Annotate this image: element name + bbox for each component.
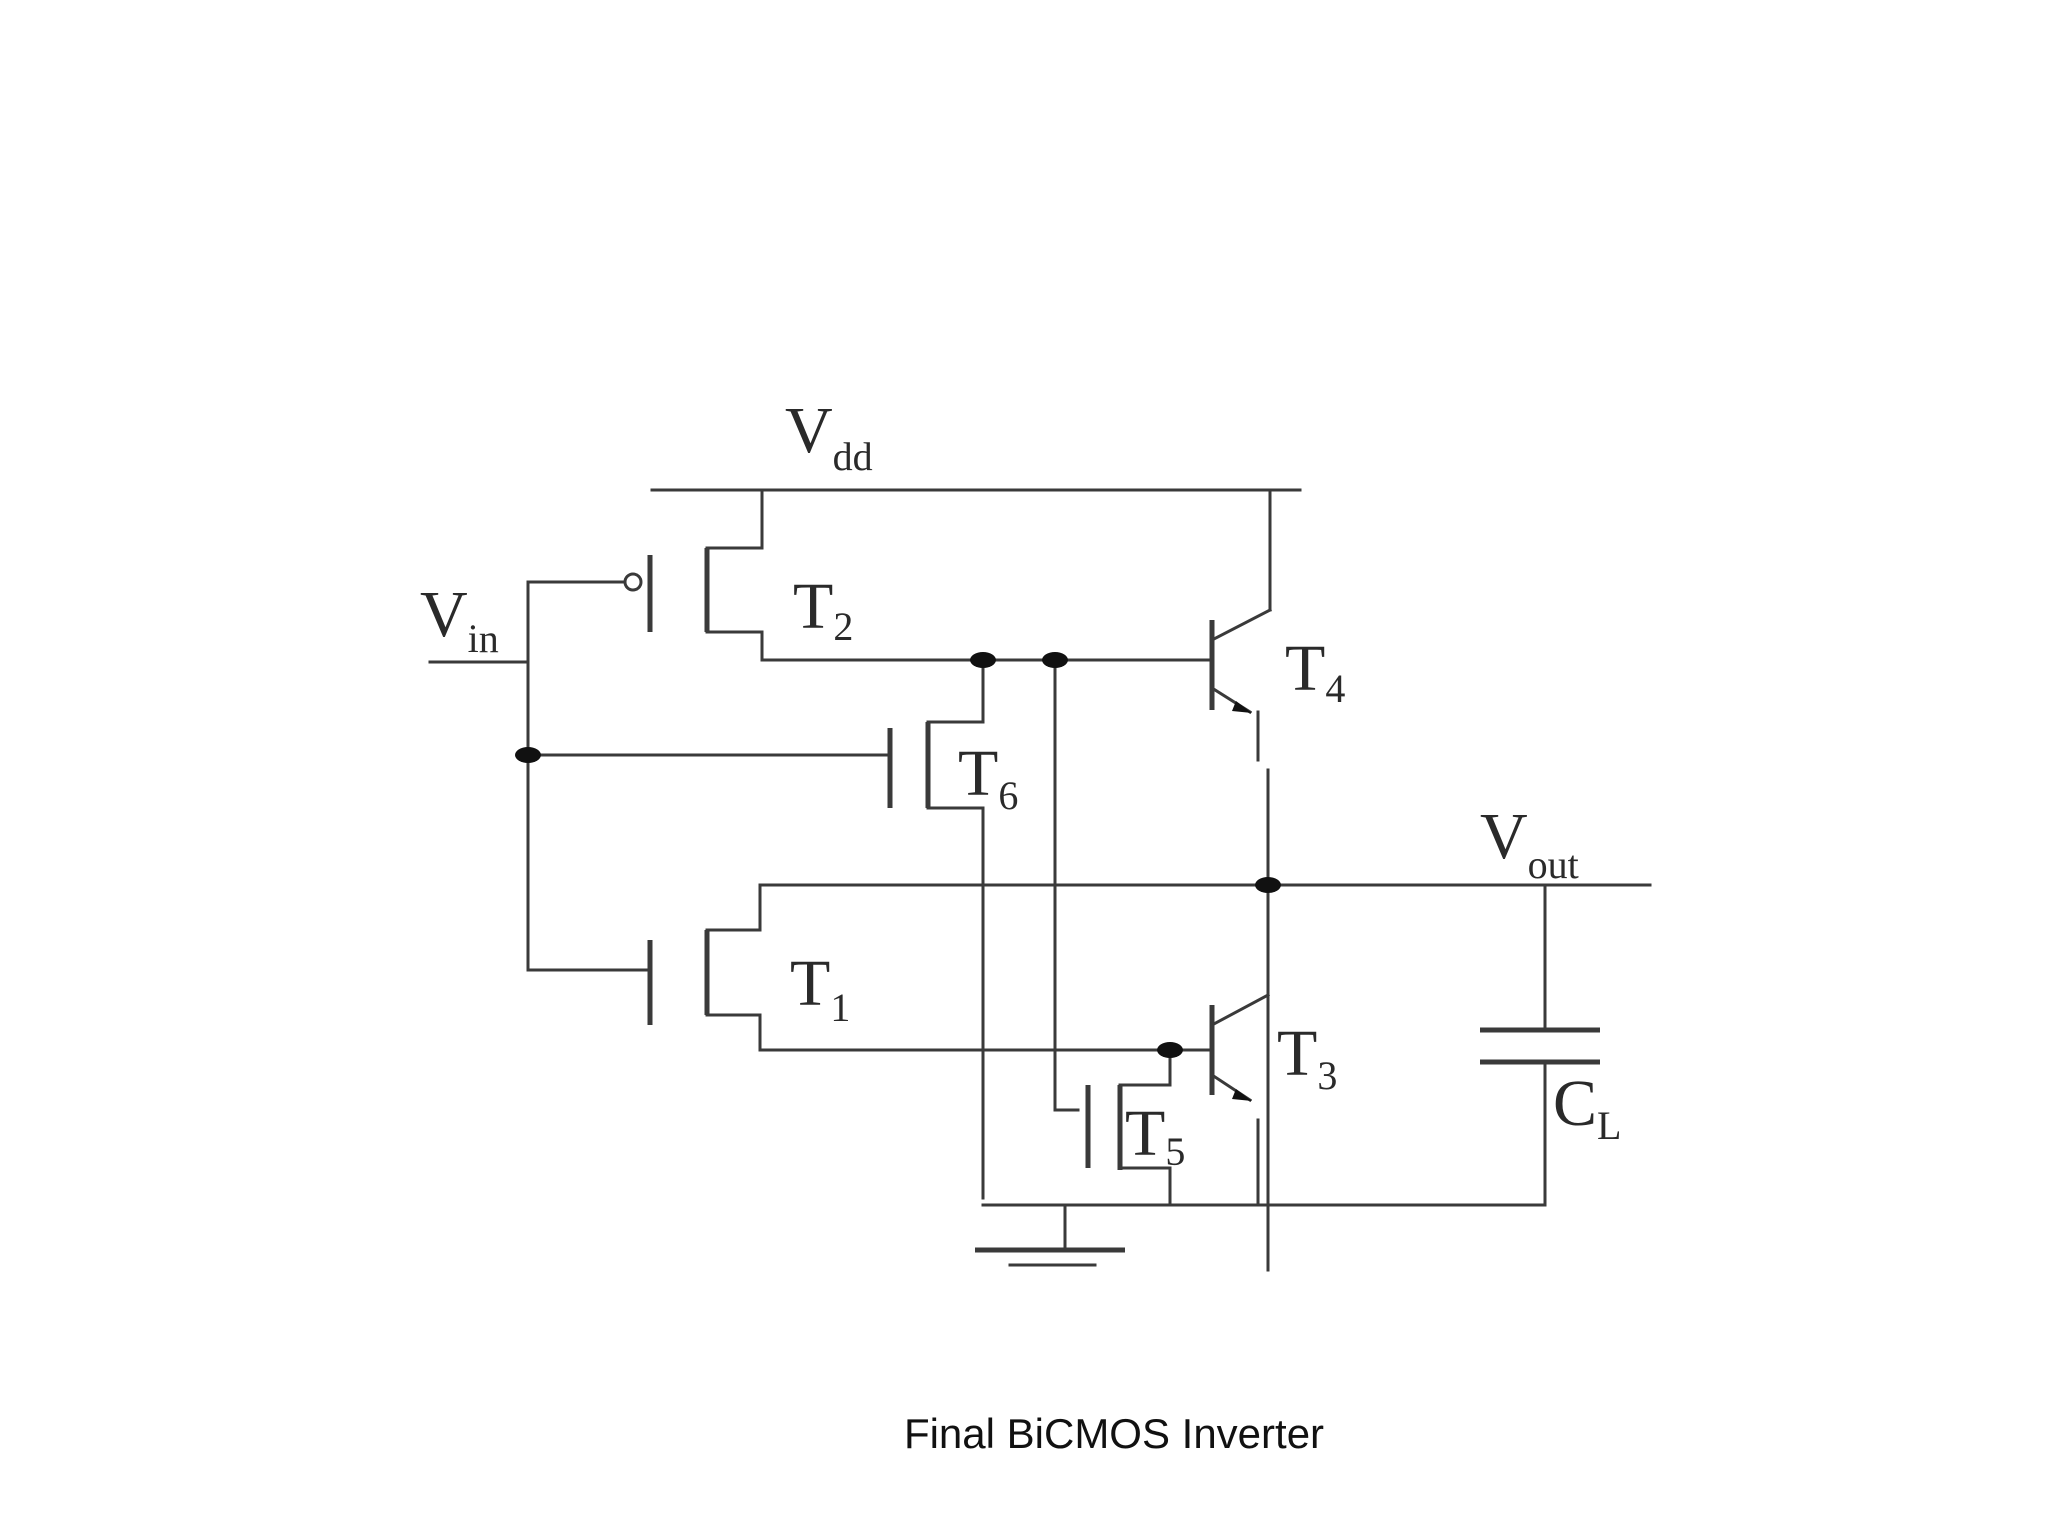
t6-label-main: T: [958, 737, 998, 810]
vin-label-main: V: [420, 578, 468, 651]
t5-label-main: T: [1125, 1097, 1165, 1170]
vout-label: Vout: [1480, 800, 1579, 887]
vin-input-wiring: [428, 580, 892, 972]
cl-label-sub: L: [1597, 1103, 1621, 1148]
t3-label-sub: 3: [1317, 1053, 1337, 1098]
t2-label-main: T: [793, 570, 833, 643]
t4-label-main: T: [1285, 632, 1325, 705]
t4-label-sub: 4: [1325, 666, 1345, 711]
t3-label: T3: [1277, 1017, 1337, 1098]
t6-label-sub: 6: [998, 773, 1018, 818]
npn-t3: [1209, 938, 1271, 1207]
t3-label-main: T: [1277, 1017, 1317, 1090]
t2-label-sub: 2: [833, 604, 853, 649]
cl-label-main: C: [1553, 1067, 1597, 1140]
slide-caption: Final BiCMOS Inverter: [903, 1410, 1325, 1457]
ground-return: [975, 1203, 1547, 1267]
vdd-label-main: V: [785, 394, 833, 467]
vdd-label-sub: dd: [833, 434, 873, 479]
nmos-t1: [647, 883, 1212, 1052]
t4-label: T4: [1285, 632, 1345, 711]
t6-label: T6: [958, 737, 1018, 818]
vout-label-main: V: [1480, 800, 1528, 873]
load-capacitor: [1480, 883, 1600, 1207]
cl-label: CL: [1553, 1067, 1621, 1148]
t1-label-main: T: [790, 947, 830, 1020]
vin-label-sub: in: [468, 616, 499, 661]
vin-label: Vin: [420, 578, 499, 661]
nmos-t6: [887, 658, 985, 1200]
t1-label-sub: 1: [830, 985, 850, 1030]
junction-dots: [515, 652, 1281, 1058]
vdd-label: Vdd: [785, 394, 873, 479]
nmos-t5: [1085, 1048, 1172, 1207]
vout-label-sub: out: [1528, 842, 1579, 887]
t5-label: T5: [1125, 1097, 1185, 1174]
npn-t4: [1209, 488, 1273, 1272]
t2-label: T2: [793, 570, 853, 649]
t1-label: T1: [790, 947, 850, 1030]
t5-label-sub: 5: [1165, 1129, 1185, 1174]
pmos-t2: [623, 488, 764, 662]
